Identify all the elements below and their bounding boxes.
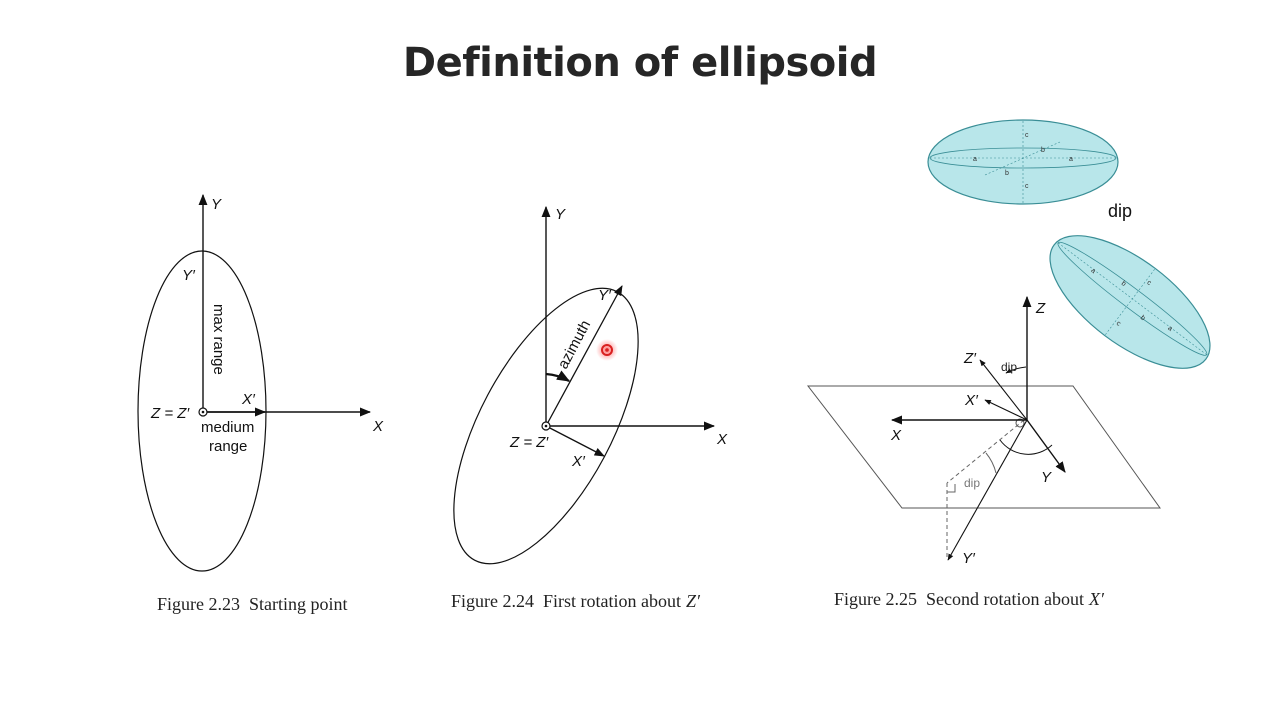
fig1-max-range-label: max range (210, 304, 227, 375)
fig1-range-label: range (209, 438, 247, 455)
figure-2-23: Y Y′ X X′ Z = Z′ max range medium range … (137, 193, 384, 614)
fig1-y-label: Y (211, 196, 222, 213)
svg-text:c: c (1115, 320, 1122, 328)
svg-text:b: b (1005, 170, 1009, 177)
fig3-z-prime-axis (979, 359, 1028, 421)
fig2-y-label: Y (555, 206, 566, 223)
svg-text:c: c (1145, 279, 1152, 287)
ellipsoid-dipping: c c a a b b (1049, 235, 1211, 369)
ellipsoid-dip-label: dip (1108, 201, 1132, 221)
fig2-y-prime-axis (545, 285, 623, 427)
fig1-x-label: X (372, 418, 384, 435)
fig2-x-prime-axis (545, 425, 605, 457)
fig2-z-label: Z = Z′ (509, 434, 549, 451)
fig2-azimuth-label: azimuth (555, 318, 595, 372)
fig3-y-axis (1026, 419, 1066, 473)
svg-text:b: b (1139, 314, 1146, 322)
svg-text:a: a (973, 156, 977, 163)
fig3-y-arc (999, 439, 1053, 455)
fig2-x-prime-label: X′ (571, 453, 586, 470)
svg-text:b: b (1041, 147, 1045, 154)
fig3-dip-lower-label: dip (964, 476, 980, 490)
ellipsoid-horizontal: c c a a b b (927, 119, 1119, 205)
fig3-dip-upper-label: dip (1001, 360, 1017, 374)
fig3-x-prime-axis (984, 399, 1028, 421)
svg-text:a: a (1166, 325, 1173, 333)
fig2-y-prime-label: Y′ (598, 287, 612, 304)
cursor-pointer-indicator (596, 339, 618, 361)
slide-title: Definition of ellipsoid (402, 40, 878, 86)
svg-text:a: a (1089, 267, 1096, 275)
fig3-horizontal-plane (806, 385, 1161, 509)
fig3-x-label: X (890, 427, 902, 444)
fig3-y-prime-axis (947, 419, 1028, 561)
svg-text:a: a (1069, 156, 1073, 163)
fig3-z-label: Z (1035, 300, 1046, 317)
fig1-z-label: Z = Z′ (150, 405, 190, 422)
svg-text:c: c (1025, 183, 1029, 190)
fig2-azimuth-arc (545, 370, 571, 382)
fig2-x-label: X (716, 431, 728, 448)
fig3-z-prime-label: Z′ (963, 350, 977, 367)
svg-text:b: b (1120, 280, 1127, 288)
fig1-y-prime-label: Y′ (182, 267, 196, 284)
fig1-medium-label: medium (201, 419, 254, 436)
fig3-x-prime-label: X′ (964, 392, 979, 409)
fig3-dip-arc-upper (1005, 366, 1027, 374)
fig3-y-label: Y (1041, 469, 1052, 486)
fig1-x-prime-label: X′ (241, 391, 256, 408)
svg-text:c: c (1025, 132, 1029, 139)
fig3-y-prime-label: Y′ (962, 550, 976, 567)
